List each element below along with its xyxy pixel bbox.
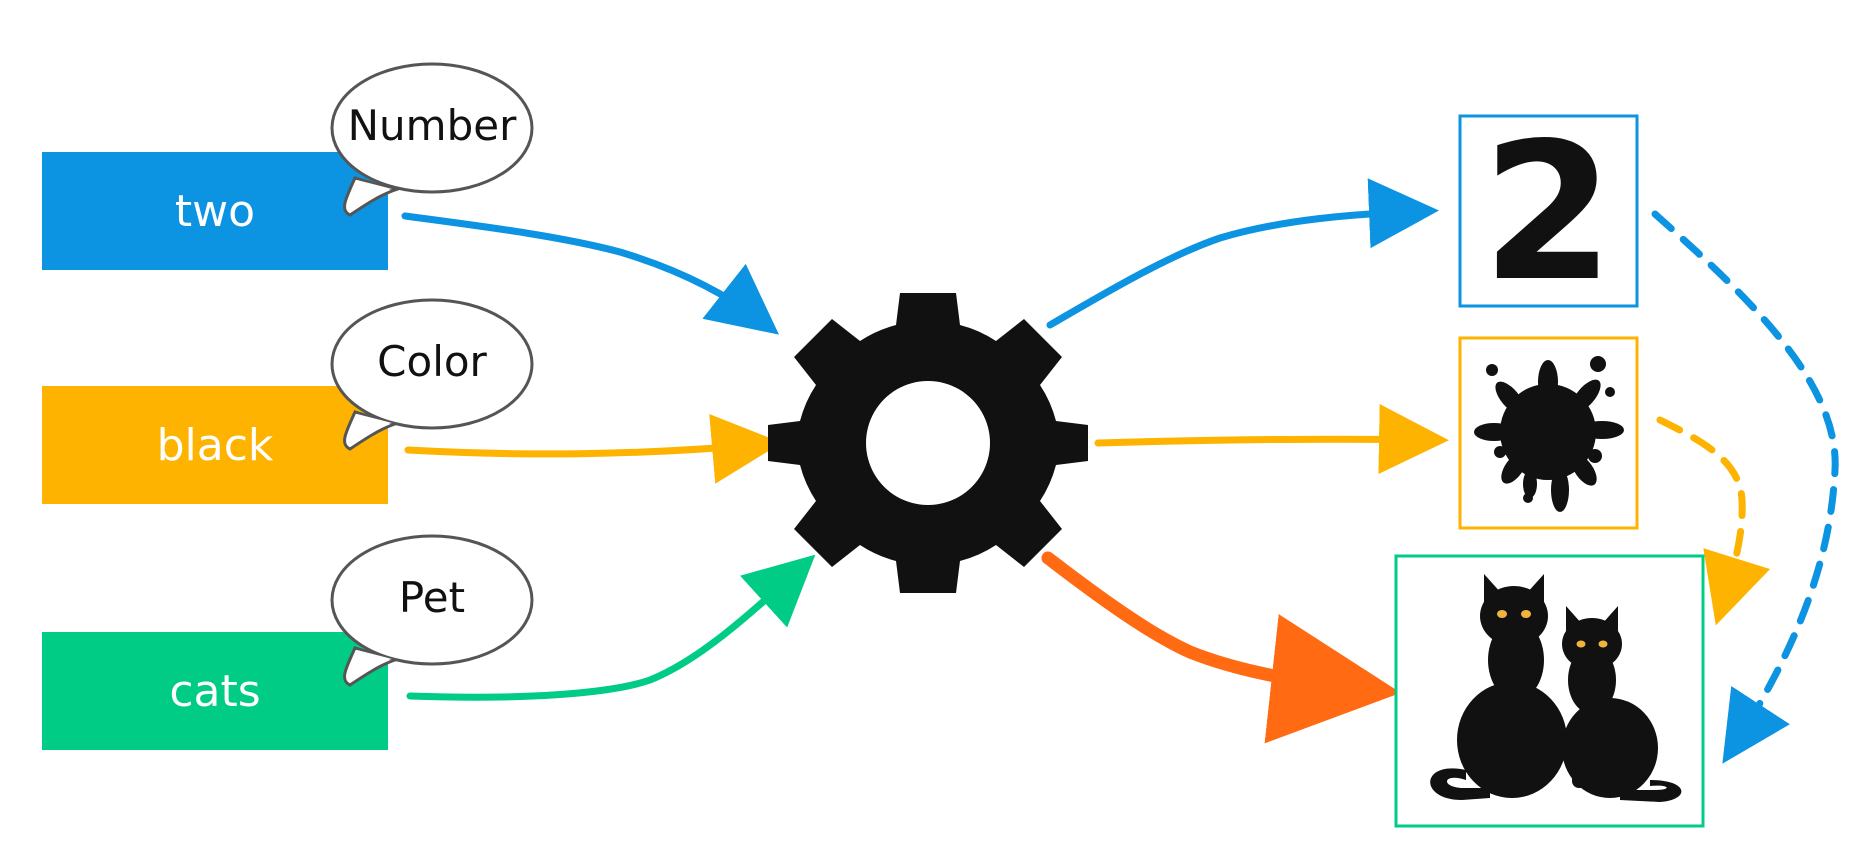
arrow-gear-to-color bbox=[1094, 404, 1449, 475]
ink-splat-icon bbox=[1474, 356, 1624, 512]
input-cats-box bbox=[42, 632, 388, 750]
input-cats-label: cats bbox=[169, 666, 260, 717]
category-label-number: Number bbox=[348, 101, 517, 150]
arrow-black-to-gear bbox=[404, 413, 782, 484]
category-bubble-number: Number bbox=[330, 62, 534, 217]
arrow-cats-to-gear bbox=[406, 554, 816, 701]
black-cats-icon bbox=[1430, 574, 1682, 802]
output-number: 2 bbox=[1458, 102, 1639, 323]
gear-icon bbox=[768, 293, 1088, 593]
category-label-pet: Pet bbox=[399, 573, 465, 622]
input-cats: cats bbox=[42, 632, 388, 750]
input-black-label: black bbox=[157, 420, 274, 471]
arrow-two-to-gear bbox=[401, 212, 779, 335]
input-two-box bbox=[42, 152, 388, 270]
output-pet bbox=[1394, 554, 1705, 828]
dashed-arrow-color-to-cats bbox=[1656, 416, 1771, 626]
arrow-gear-to-cats bbox=[1041, 551, 1401, 744]
input-black: black bbox=[42, 386, 388, 504]
arrow-gear-to-number bbox=[1046, 178, 1439, 329]
output-number-digit: 2 bbox=[1482, 102, 1614, 323]
dashed-arrow-number-to-cats bbox=[1651, 210, 1839, 764]
category-label-color: Color bbox=[377, 337, 487, 386]
output-number-frame bbox=[1458, 114, 1639, 308]
input-two-label: two bbox=[175, 186, 255, 237]
input-black-box bbox=[42, 386, 388, 504]
category-bubble-pet: Pet bbox=[330, 534, 534, 687]
input-two: two bbox=[42, 152, 388, 270]
category-bubble-color: Color bbox=[330, 298, 534, 451]
output-color bbox=[1458, 336, 1639, 530]
